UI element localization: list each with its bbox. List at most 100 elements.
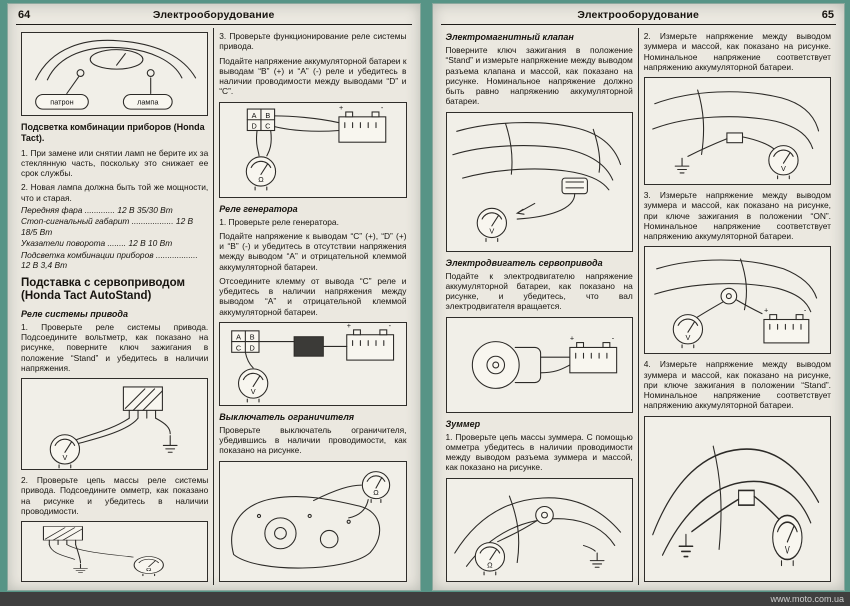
svg-text:V: V (489, 226, 494, 235)
para-generator-relay-3: Отсоедините клемму от вывода “C” реле и … (219, 275, 407, 317)
ground-icon (589, 552, 605, 568)
voltmeter-icon: V (238, 368, 269, 403)
svg-text:+: + (764, 306, 768, 315)
frame-sketch (451, 121, 621, 190)
figure-servo-motor: + - (445, 316, 633, 413)
ohmmeter-icon: Ω (133, 556, 164, 577)
figure-relay-function-test: A B D C + - (219, 101, 407, 198)
figure-drive-relay-voltmeter: V (21, 378, 209, 471)
relay-icon (42, 526, 83, 546)
buzzer-icon (534, 505, 554, 524)
page-64-header: 64 Электрооборудование (16, 8, 412, 25)
ohmmeter-icon: Ω (246, 155, 277, 191)
svg-text:лампа: лампа (137, 98, 159, 107)
heading-autostand: Подставка с сервоприводом (Honda Tact Au… (21, 276, 185, 303)
ground-icon (162, 435, 178, 453)
spec-line-headlight: Передняя фара ............. 12 В 35/30 В… (21, 204, 173, 215)
svg-text:D: D (252, 121, 257, 130)
svg-text:-: - (804, 306, 807, 315)
svg-text:патрон: патрон (50, 98, 73, 107)
watermark: www.moto.com.ua (770, 594, 844, 604)
figure-buzzer-ground-check: Ω (445, 477, 633, 582)
para-relay-function-2: Подайте напряжение аккумуляторной батаре… (219, 55, 407, 97)
para-solenoid-valve: Поверните ключ зажигания в положение “St… (445, 45, 633, 107)
voltmeter-icon: V (771, 514, 803, 566)
svg-text:-: - (611, 333, 614, 342)
page-65: Электрооборудование 65 Электромагнитный … (431, 3, 845, 591)
svg-text:V: V (685, 333, 690, 342)
svg-text:-: - (389, 323, 392, 330)
callout-lampa: лампа (122, 93, 173, 110)
voltmeter-icon: V (768, 145, 799, 180)
para-bulb-2: 2. Новая лампа должна быть той же мощнос… (21, 182, 209, 203)
spec-line-brakelight: Стоп-сигнальный габарит ................… (21, 216, 194, 237)
heading-bulb-replacement: Подсветка комбинации приборов (Honda Tac… (21, 122, 205, 144)
ohmmeter-icon: Ω (474, 541, 505, 575)
svg-text:C: C (265, 121, 270, 130)
figure-buzzer-voltage-2: + - V (643, 246, 831, 355)
footer-bar: www.moto.com.ua (0, 592, 850, 606)
figure-limiter-switch: Ω (219, 460, 407, 582)
svg-text:A: A (252, 110, 257, 119)
para-buzzer-voltage-2: 3. Измерьте напряжение между выводом зум… (643, 190, 831, 241)
connector-icon (737, 489, 755, 506)
para-drive-relay-1: 1. Проверьте реле системы привода. Подсо… (21, 321, 209, 373)
subheading-generator-relay: Реле генератора (219, 203, 298, 214)
svg-text:D: D (250, 343, 255, 352)
para-generator-relay-1: 1. Проверьте реле генератора. (219, 216, 339, 227)
svg-text:V: V (251, 387, 256, 396)
page-title: Электрооборудование (152, 9, 275, 21)
engine-sketch (231, 495, 381, 569)
subheading-solenoid-valve: Электромагнитный клапан (445, 32, 574, 42)
svg-text:Ω: Ω (146, 569, 152, 573)
page-65-columns: Электромагнитный клапан Поверните ключ з… (441, 28, 837, 585)
svg-text:V: V (785, 544, 790, 556)
page-number-64: 64 (18, 9, 31, 21)
connector-icon (726, 132, 743, 144)
svg-text:B: B (266, 110, 271, 119)
subheading-servo-motor: Электродвигатель сервопривода (445, 257, 603, 268)
svg-text:+: + (347, 323, 351, 330)
svg-text:-: - (381, 103, 384, 112)
para-bulb-1: 1. При замене или снятии ламп не берите … (21, 147, 209, 179)
subheading-limiter-switch: Выключатель ограничителя (219, 411, 355, 422)
ground-icon (678, 533, 694, 557)
svg-text:Ω: Ω (258, 175, 264, 184)
ground-icon (674, 157, 690, 174)
subheading-buzzer: Зуммер (445, 418, 481, 429)
svg-text:B: B (250, 332, 255, 341)
svg-text:V: V (781, 164, 786, 173)
solenoid-icon (561, 177, 588, 194)
battery-icon: + - (338, 103, 387, 143)
para-buzzer-voltage-3: 4. Измерьте напряжение между выводом зум… (643, 359, 831, 411)
figure-buzzer-voltage-3: V (643, 415, 831, 582)
page-64-col-1: патрон лампа Подсветка комбинации прибор… (16, 28, 213, 585)
spec-line-turnsignals: Указатели поворота ........ 12 В 10 Вт (21, 238, 173, 249)
dashboard-sketch (35, 39, 197, 95)
voltmeter-icon: V (476, 207, 507, 242)
para-drive-relay-2: 2. Проверьте цепь массы реле системы при… (21, 475, 209, 516)
figure-drive-relay-ohmmeter: Ω (21, 521, 209, 582)
frame-sketch (652, 89, 819, 155)
svg-text:+: + (339, 103, 343, 112)
battery-icon: + - (568, 333, 617, 373)
voltmeter-icon: V (49, 434, 81, 469)
page-65-col-1: Электромагнитный клапан Поверните ключ з… (441, 28, 638, 585)
para-limiter-switch: Проверьте выключатель ограничителя, убед… (219, 424, 407, 456)
ground-icon (73, 563, 88, 573)
relay-icon (293, 335, 325, 357)
connector-icon: A B C D (231, 330, 260, 353)
page-number-65: 65 (821, 9, 834, 21)
para-buzzer-voltage-1: 2. Измерьте напряжение между выводом зум… (643, 31, 831, 72)
page-64-columns: патрон лампа Подсветка комбинации прибор… (16, 28, 412, 585)
subheading-drive-relay: Реле системы привода (21, 308, 128, 319)
frame-sketch (652, 445, 819, 556)
connector-icon: A B D C (247, 108, 276, 131)
relay-icon (122, 386, 163, 419)
spec-line-gauge-lights: Подсветка комбинации приборов ..........… (21, 249, 198, 271)
page-65-header: Электрооборудование 65 (440, 8, 836, 25)
para-buzzer-ground: 1. Проверьте цепь массы зуммера. С помощ… (445, 431, 633, 473)
page-64: 64 Электрооборудование (7, 3, 421, 591)
svg-text:+: + (569, 333, 573, 342)
